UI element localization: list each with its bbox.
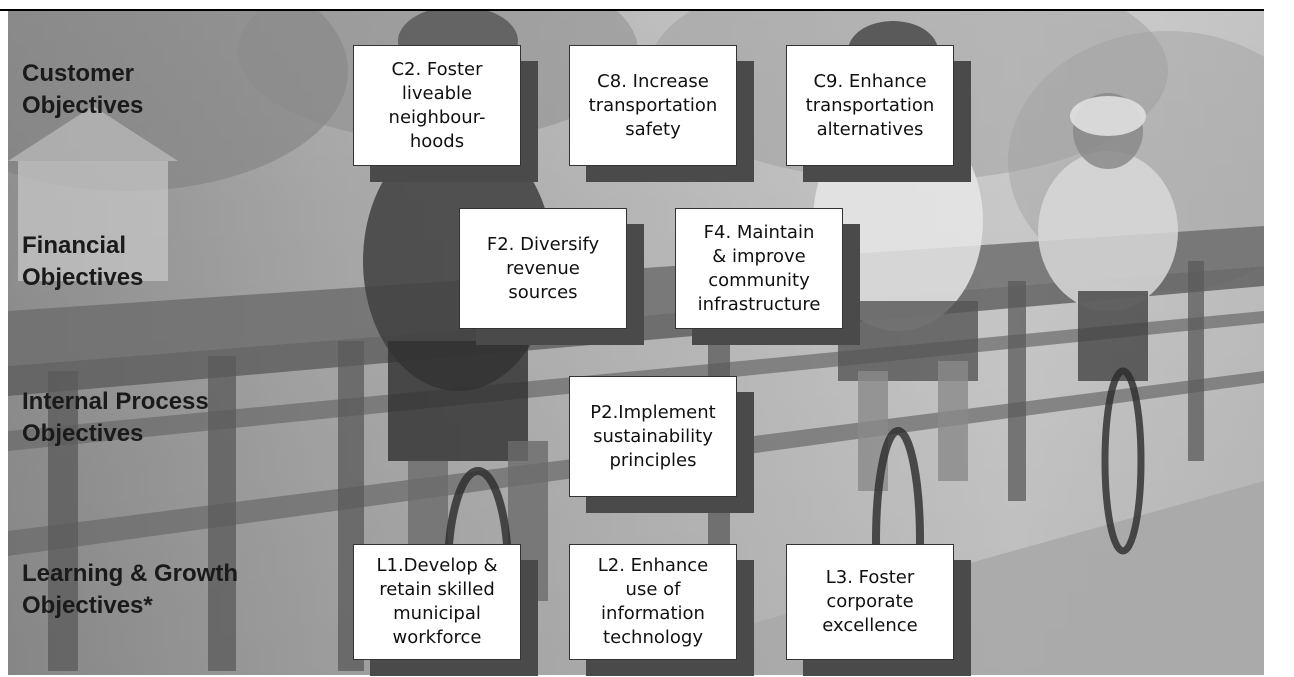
box-face: C8. Increase transportation safety xyxy=(569,45,737,166)
box-text: L3. Foster corporate excellence xyxy=(822,567,918,636)
box-text: L1.Develop & retain skilled municipal wo… xyxy=(376,555,498,648)
box-text: L2. Enhance use of information technolog… xyxy=(597,555,709,648)
row-label-learning-growth: Learning & Growth Objectives* xyxy=(22,558,238,622)
box-text: F2. Diversify revenue sources xyxy=(486,233,600,303)
row-label-line: Objectives xyxy=(22,264,144,291)
objective-box-f2: F2. Diversify revenue sources xyxy=(459,208,644,345)
row-label-customer: Customer Objectives xyxy=(22,58,143,122)
box-face: F2. Diversify revenue sources xyxy=(459,208,627,329)
objective-box-l2: L2. Enhance use of information technolog… xyxy=(569,544,754,676)
box-face: L1.Develop & retain skilled municipal wo… xyxy=(353,544,521,660)
row-label-financial: Financial Objectives xyxy=(22,230,143,294)
box-text: C8. Increase transportation safety xyxy=(588,70,718,140)
box-text: P2.Implement sustainability principles xyxy=(590,401,716,471)
row-label-line: Objectives xyxy=(22,420,144,447)
box-face: F4. Maintain & improve community infrast… xyxy=(675,208,843,329)
row-label-internal-process: Internal Process Objectives xyxy=(22,386,209,450)
box-face: C9. Enhance transportation alternatives xyxy=(786,45,954,166)
top-rule xyxy=(0,9,1264,11)
row-label-line: Internal Process xyxy=(22,388,209,415)
objective-box-l3: L3. Foster corporate excellence xyxy=(786,544,971,676)
row-label-line: Financial xyxy=(22,232,127,259)
box-text: F4. Maintain & improve community infrast… xyxy=(697,221,821,315)
objective-box-f4: F4. Maintain & improve community infrast… xyxy=(675,208,860,345)
objective-box-c9: C9. Enhance transportation alternatives xyxy=(786,45,971,182)
box-face: L2. Enhance use of information technolog… xyxy=(569,544,737,660)
box-face: C2. Foster liveable neighbour- hoods xyxy=(353,45,521,166)
objective-box-p2: P2.Implement sustainability principles xyxy=(569,376,754,513)
box-face: P2.Implement sustainability principles xyxy=(569,376,737,497)
objective-box-l1: L1.Develop & retain skilled municipal wo… xyxy=(353,544,538,676)
row-label-line: Objectives xyxy=(22,92,144,119)
row-label-line: Learning & Growth xyxy=(22,560,238,587)
row-label-line: Objectives* xyxy=(22,592,153,619)
objective-box-c8: C8. Increase transportation safety xyxy=(569,45,754,182)
box-text: C2. Foster liveable neighbour- hoods xyxy=(388,58,486,152)
objective-box-c2: C2. Foster liveable neighbour- hoods xyxy=(353,45,538,182)
box-face: L3. Foster corporate excellence xyxy=(786,544,954,660)
box-text: C9. Enhance transportation alternatives xyxy=(805,70,935,140)
row-label-line: Customer xyxy=(22,60,135,87)
